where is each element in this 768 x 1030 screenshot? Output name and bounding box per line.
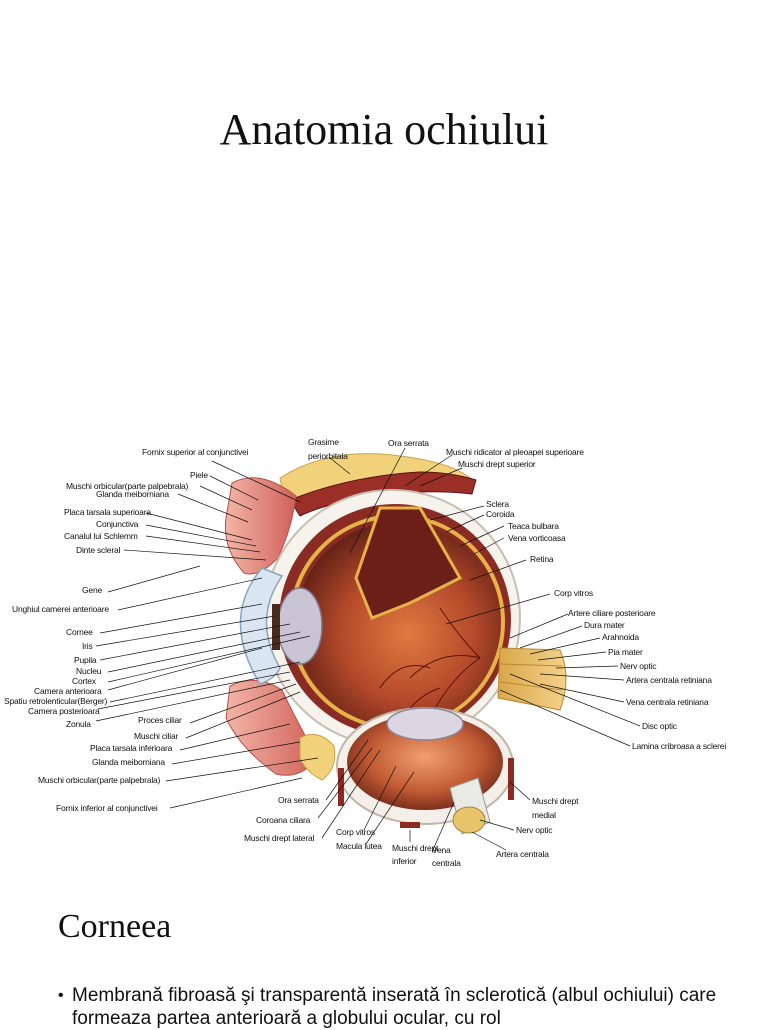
label-nucleu: Nucleu xyxy=(76,666,102,676)
label-pupila: Pupila xyxy=(74,655,97,665)
label-canal-schlemm: Canalul lui Schlemm xyxy=(64,531,138,541)
label-drept-inferior-1: Muschi drept xyxy=(392,843,439,853)
label-camera-posterioara: Camera posterioara xyxy=(28,706,100,716)
page-title: Anatomia ochiului xyxy=(219,105,549,154)
label-periorbitala: periorbitala xyxy=(308,451,348,461)
label-muschi-ciliar: Muschi ciliar xyxy=(134,731,179,741)
label-disc-optic: Disc optic xyxy=(642,721,677,731)
label-pia-mater: Pia mater xyxy=(608,647,643,657)
inset-muscle-right xyxy=(508,758,514,800)
bullet-text: Membrană fibroasă şi transparentă insera… xyxy=(72,985,717,1029)
label-ora-serrata-bottom: Ora serrata xyxy=(278,795,319,805)
label-artera-centrala-retiniana: Artera centrala retiniana xyxy=(626,675,712,685)
label-coroana-ciliara: Coroana ciliara xyxy=(256,815,311,825)
label-iris: Iris xyxy=(82,641,93,651)
eye-illustration xyxy=(95,447,641,853)
bullet-dot-icon: • xyxy=(58,987,64,1004)
label-dinte-scleral: Dinte scleral xyxy=(76,545,121,555)
label-spatiu-retrolenticular: Spatiu retrolenticular(Berger) xyxy=(4,696,108,706)
label-fornix-inferior: Fornix inferior al conjunctivei xyxy=(56,803,158,813)
inset-muscle-left xyxy=(338,768,344,806)
label-corp-vitros-bottom: Corp vitros xyxy=(336,827,375,837)
label-nerv-optic-bottom: Nerv optic xyxy=(516,825,553,835)
label-fornix-superior: Fornix superior al conjunctivei xyxy=(142,447,249,457)
label-unghi-camerei: Unghiul camerei anterioare xyxy=(12,604,109,614)
cutaway-section xyxy=(354,506,463,620)
label-glanda-meib-inf: Glanda meiborniana xyxy=(92,757,165,767)
label-nerv-optic-right: Nerv optic xyxy=(620,661,657,671)
label-ridicator: Muschi ridicator al pleoapei superioare xyxy=(446,447,584,457)
label-proces-ciliar: Proces ciliar xyxy=(138,715,182,725)
label-cortex: Cortex xyxy=(72,676,96,686)
label-artera-centrala: Artera centrala xyxy=(496,849,549,859)
label-corp-vitros-right: Corp vitros xyxy=(554,588,593,598)
optic-nerve xyxy=(497,647,567,711)
label-orbicular-sup: Muschi orbicular(parte palpebrala) xyxy=(66,481,189,491)
label-drept-medial-2: medial xyxy=(532,810,556,820)
label-retina: Retina xyxy=(530,554,554,564)
label-dura-mater: Dura mater xyxy=(584,620,625,630)
label-vena-vorticoasa: Vena vorticoasa xyxy=(508,533,566,543)
label-coroida: Coroida xyxy=(486,509,515,519)
label-piele: Piele xyxy=(190,470,208,480)
label-conjunctiva: Conjunctiva xyxy=(96,519,139,529)
label-artere-ciliare: Artere ciliare posterioare xyxy=(568,608,656,618)
label-placa-tarsala-inf: Placa tarsala inferioara xyxy=(90,743,173,753)
inset-lens xyxy=(386,707,464,741)
eye-anatomy-figure: Fornix superior al conjunctivei Grasime … xyxy=(0,428,768,868)
label-grasime: Grasime xyxy=(308,437,339,447)
label-sclera: Sclera xyxy=(486,499,509,509)
inset-nerve-end xyxy=(452,806,486,834)
label-drept-lateral: Muschi drept lateral xyxy=(244,833,315,843)
label-vena-1: Vena xyxy=(432,845,451,855)
section-heading: Corneea xyxy=(58,908,172,945)
cornea xyxy=(239,567,284,685)
label-drept-superior: Muschi drept superior xyxy=(458,459,536,469)
label-placa-tarsala-sup: Placa tarsala superioara xyxy=(64,507,151,517)
label-lamina-cribroasa: Lamina cribroasa a sclerei xyxy=(632,741,727,751)
label-camera-anterioara: Camera anterioara xyxy=(34,686,102,696)
label-gene: Gene xyxy=(82,585,102,595)
label-vena-2: centrala xyxy=(432,858,461,868)
label-vena-centrala-retiniana: Vena centrala retiniana xyxy=(626,697,709,707)
label-orbicular-inf: Muschi orbicular(parte palpebrala) xyxy=(38,775,161,785)
label-drept-medial-1: Muschi drept xyxy=(532,796,579,806)
lower-fat xyxy=(299,733,336,781)
label-ora-serrata-top: Ora serrata xyxy=(388,438,429,448)
label-glanda-meib-sup: Glanda meiborniana xyxy=(96,489,169,499)
bullet-list: • Membrană fibroasă şi transparentă inse… xyxy=(58,984,748,1030)
leader-lines xyxy=(95,447,641,853)
label-macula-lutea: Macula lutea xyxy=(336,841,382,851)
bullet-item: • Membrană fibroasă şi transparentă inse… xyxy=(58,984,748,1030)
label-cornee: Cornee xyxy=(66,627,93,637)
label-teaca-bulbara: Teaca bulbara xyxy=(508,521,559,531)
label-drept-inferior-2: inferior xyxy=(392,856,417,866)
label-arahnoida: Arahnoida xyxy=(602,632,639,642)
lens xyxy=(277,587,323,665)
inset-muscle-bottom xyxy=(400,822,420,828)
label-zonula: Zonula xyxy=(66,719,91,729)
